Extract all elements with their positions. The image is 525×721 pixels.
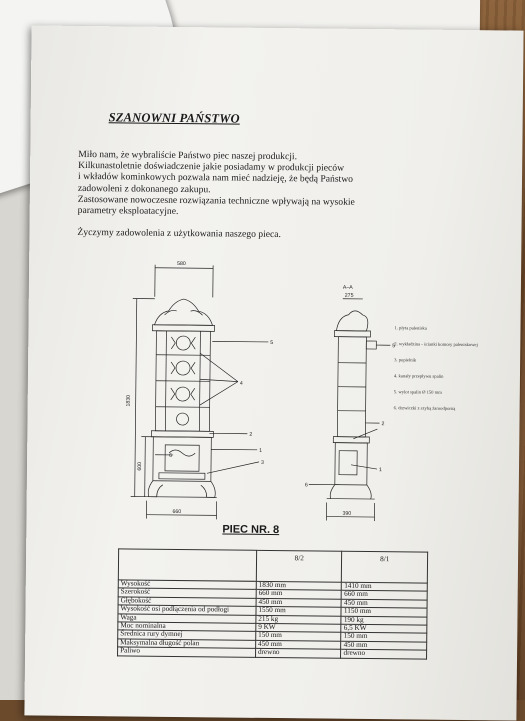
side-callout-1: 1 [379, 467, 382, 473]
document-sheet: SZANOWNI PAŃSTWO Miło nam, że wybraliści… [24, 25, 523, 720]
legend-item: 2. wykładzina - ścianki komory palenisko… [394, 341, 504, 348]
dim-side-base: 390 [342, 511, 351, 517]
stove-technical-drawing: 580 1830 600 660 275 390 A–A 5 4 2 1 3 6… [106, 256, 399, 529]
dim-base-width: 660 [173, 509, 182, 515]
letter-body: Miło nam, że wybraliście Państwo piec na… [77, 149, 458, 242]
spec-title: PIEC NR. 8 [222, 523, 279, 536]
dim-height: 1830 [126, 395, 132, 407]
spec-label: Paliwo [118, 647, 256, 657]
side-callout-2: 2 [381, 421, 384, 427]
dim-side-top: 275 [345, 293, 354, 299]
callout-3: 3 [261, 460, 264, 466]
legend-item: 6. drzwiczki z szybą żaroodporną [394, 405, 504, 412]
spec-header-col1: 8/2 [256, 550, 342, 582]
dim-top-width: 580 [177, 261, 186, 267]
legend-item: 3. popielnik [394, 357, 504, 364]
dim-lower-height: 600 [137, 462, 143, 471]
legend-item: 1. płyta paleniska [394, 325, 504, 332]
legend-item: 5. wylot spalin Ø 150 mm [394, 389, 504, 396]
spec-value-8-1: drewno [341, 649, 427, 658]
legend-item: 4. kanały przepływu spalin [394, 373, 504, 380]
letter-heading: SZANOWNI PAŃSTWO [109, 110, 240, 126]
side-callout-6: 6 [305, 482, 308, 488]
spec-header-empty [118, 549, 256, 581]
spec-value-8-2: drewno [255, 649, 341, 658]
callout-1: 1 [259, 448, 262, 454]
drawing-legend: 1. płyta paleniska 2. wykładzina - ścian… [394, 325, 505, 422]
spec-header-col2: 8/1 [342, 551, 428, 583]
callout-4: 4 [240, 381, 243, 387]
callout-6: 6 [169, 453, 172, 459]
section-label: A–A [343, 285, 353, 291]
callout-5: 5 [270, 340, 273, 346]
callout-2: 2 [249, 432, 252, 438]
